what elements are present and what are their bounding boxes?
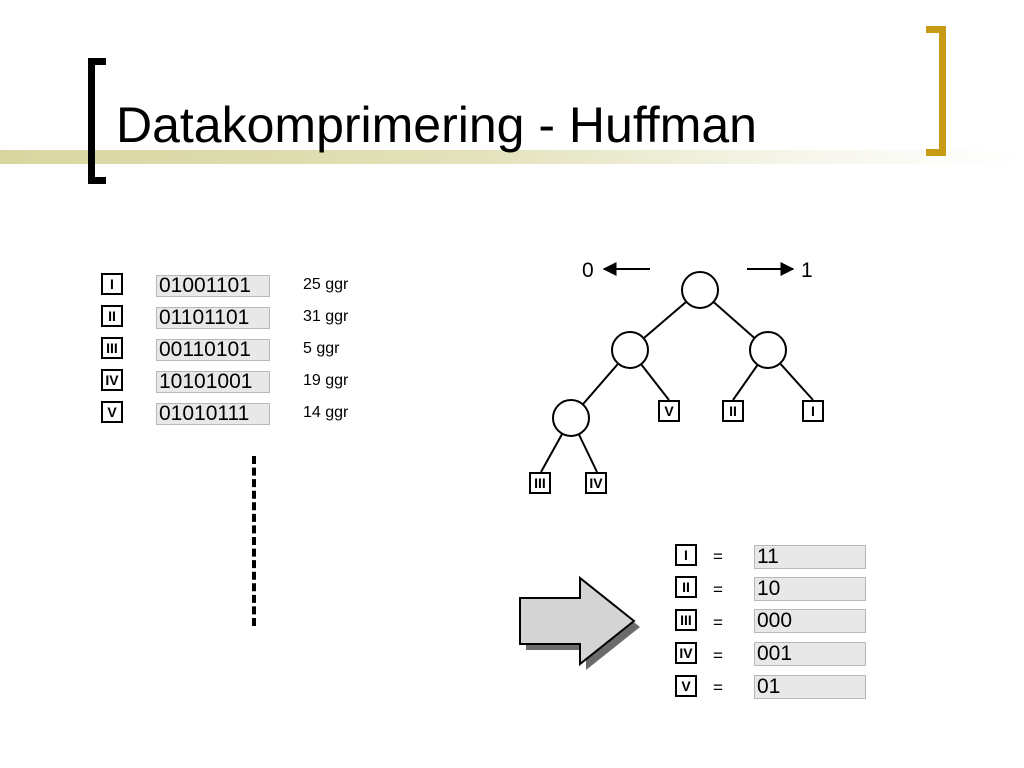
symbol-label-iv: IV [101,369,123,391]
tree-leaf-i: I [802,400,824,422]
symbol-label-iii: III [101,337,123,359]
tree-root-node [681,271,719,309]
symbol-freq-iii: 5 ggr [303,340,340,357]
result-label-ii: II [675,576,697,598]
result-equals-v: = [713,678,723,697]
symbol-freq-ii: 31 ggr [303,308,349,325]
symbol-freq-i: 25 ggr [303,276,349,293]
result-code-v: 01 [754,675,866,699]
result-equals-iii: = [713,613,723,632]
tree-edges [540,289,814,473]
tree-node-left-left [552,399,590,437]
bit-label-one: 1 [801,259,813,282]
tree-leaf-ii: II [722,400,744,422]
result-equals-iv: = [713,646,723,665]
tree-node-left [611,331,649,369]
dashed-continuation-line [252,456,256,626]
result-label-i: I [675,544,697,566]
result-code-ii: 10 [754,577,866,601]
left-bracket-decor [88,58,106,184]
result-equals-ii: = [713,580,723,599]
symbol-freq-v: 14 ggr [303,404,349,421]
symbol-label-v: V [101,401,123,423]
result-code-i: 11 [754,545,866,569]
tree-leaf-iv: IV [585,472,607,494]
symbol-code-i: 01001101 [156,275,270,297]
slide-title: Datakomprimering - Huffman [116,97,757,153]
tree-leaf-v: V [658,400,680,422]
title-decor-bar [0,150,1024,164]
symbol-code-ii: 01101101 [156,307,270,329]
symbol-label-i: I [101,273,123,295]
symbol-label-ii: II [101,305,123,327]
result-label-iii: III [675,609,697,631]
tree-node-right [749,331,787,369]
result-label-iv: IV [675,642,697,664]
result-equals-i: = [713,547,723,566]
symbol-code-v: 01010111 [156,403,270,425]
right-bracket-decor [926,26,946,156]
result-label-v: V [675,675,697,697]
symbol-code-iii: 00110101 [156,339,270,361]
result-code-iv: 001 [754,642,866,666]
bit-label-zero: 0 [582,259,594,282]
symbol-freq-iv: 19 ggr [303,372,349,389]
symbol-code-iv: 10101001 [156,371,270,393]
result-code-iii: 000 [754,609,866,633]
tree-leaf-iii: III [529,472,551,494]
big-arrow-icon [519,575,636,667]
